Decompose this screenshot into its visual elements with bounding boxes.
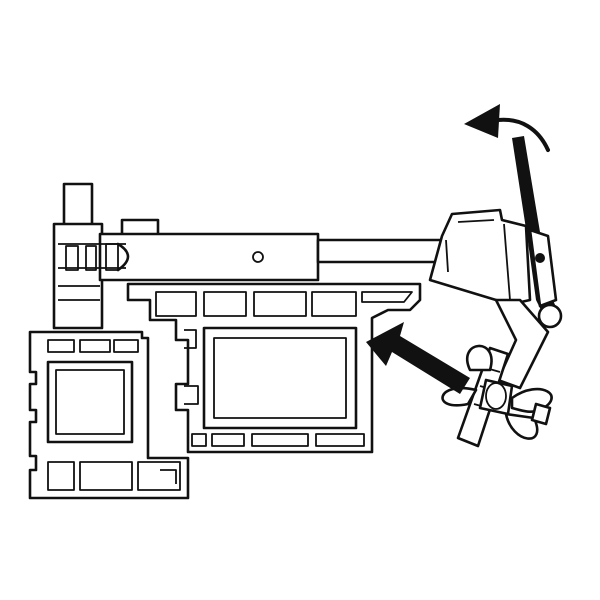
- clamping-tool: [52, 182, 444, 330]
- rotate-counterclockwise-arrow-icon: [464, 104, 550, 152]
- push-left-arrow-icon: [366, 322, 470, 394]
- sash-profile: [126, 282, 422, 454]
- wing-nut: [441, 344, 553, 448]
- window-frame-profile: [28, 330, 190, 500]
- lever-arm: [512, 136, 563, 329]
- clamp-head: [428, 208, 550, 390]
